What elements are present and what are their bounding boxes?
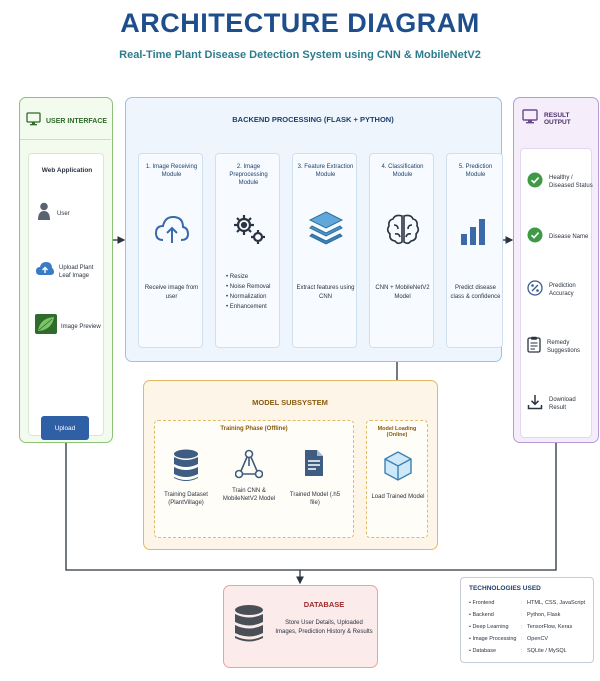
cloud-upload-icon bbox=[35, 260, 55, 283]
user-interface-heading: USER INTERFACE bbox=[46, 118, 108, 125]
gears-icon bbox=[231, 212, 267, 251]
layers-icon bbox=[308, 210, 344, 255]
backend-processing-panel: BACKEND PROCESSING (FLASK + PYTHON) 1. I… bbox=[125, 97, 503, 362]
result-list: Healthy / Diseased Status Disease Name P… bbox=[520, 148, 593, 438]
module-description: Extract features using CNN bbox=[296, 285, 355, 300]
training-phase-box: Training Phase (Offline) Training Datase… bbox=[154, 420, 354, 538]
monitor-icon bbox=[522, 109, 538, 129]
upload-row[interactable]: Upload Plant Leaf Image bbox=[35, 260, 99, 283]
training-dataset-label: Training Dataset (PlantVillage) bbox=[164, 492, 208, 506]
technologies-box: TECHNOLOGIES USED • Frontend:HTML, CSS, … bbox=[460, 577, 594, 663]
upload-label: Upload Plant Leaf Image bbox=[59, 264, 94, 279]
technologies-heading: TECHNOLOGIES USED bbox=[469, 585, 541, 592]
feature-extraction-module: 3. Feature Extraction Module Extract fea… bbox=[292, 153, 357, 348]
tech-row: • Deep Learning:TensorFlow, Keras bbox=[469, 624, 573, 630]
document-icon bbox=[304, 449, 324, 482]
step-normalization: • Normalization bbox=[226, 294, 267, 300]
user-interface-header: USER INTERFACE bbox=[20, 104, 111, 140]
user-icon bbox=[37, 202, 51, 225]
module-title: 5. Prediction Module bbox=[458, 164, 493, 178]
result-item-accuracy: Prediction Accuracy bbox=[527, 275, 593, 305]
bus-line bbox=[65, 443, 557, 571]
module-title: 2. Image Preprocessing Module bbox=[229, 164, 268, 186]
network-icon bbox=[234, 449, 264, 484]
result-output-panel: RESULT OUTPUT Healthy / Diseased Status … bbox=[513, 97, 599, 443]
monitor-icon bbox=[26, 112, 41, 131]
module-description: Predict disease class & confidence bbox=[450, 285, 501, 300]
training-phase-heading: Training Phase (Offline) bbox=[220, 426, 288, 432]
model-subsystem-panel: MODEL SUBSYSTEM Training Phase (Offline)… bbox=[143, 380, 438, 550]
clipboard-icon bbox=[527, 336, 541, 358]
cloud-upload-icon bbox=[154, 214, 190, 251]
cube-icon bbox=[384, 451, 412, 486]
check-circle-icon bbox=[527, 172, 543, 193]
download-icon[interactable] bbox=[527, 394, 543, 415]
bar-chart-icon bbox=[459, 214, 491, 251]
module-title: 3. Feature Extraction Module bbox=[297, 164, 354, 178]
load-model-label: Load Trained Model bbox=[371, 494, 425, 500]
step-enhancement: • Enhancement bbox=[226, 304, 267, 310]
result-item-remedy: Remedy Suggestions bbox=[527, 332, 593, 362]
result-label: Remedy Suggestions bbox=[547, 340, 581, 354]
result-output-heading: RESULT OUTPUT bbox=[544, 112, 571, 126]
image-preprocessing-module: 2. Image Preprocessing Module • Resize •… bbox=[215, 153, 280, 348]
database-panel: DATABASE Store User Details, Uploaded Im… bbox=[223, 585, 378, 668]
result-output-header: RESULT OUTPUT bbox=[514, 109, 598, 129]
leaf-image-thumbnail bbox=[35, 314, 57, 339]
brain-icon bbox=[385, 212, 421, 251]
tech-row: • Backend:Python, Flask bbox=[469, 612, 561, 618]
user-label: User bbox=[57, 210, 70, 217]
trained-model-label: Trained Model (.h5 file) bbox=[289, 492, 341, 506]
image-receiving-module: 1. Image Receiving Module Receive image … bbox=[138, 153, 203, 348]
tech-row: • Database:SQLite / MySQL bbox=[469, 648, 567, 654]
database-stack-icon bbox=[173, 449, 199, 488]
result-item-download[interactable]: Download Result bbox=[527, 389, 593, 419]
result-label: Healthy / Diseased Status bbox=[549, 175, 593, 189]
result-item-status: Healthy / Diseased Status bbox=[527, 167, 593, 197]
tech-row: • Frontend:HTML, CSS, JavaScript bbox=[469, 600, 586, 606]
diagram-title: ARCHITECTURE DIAGRAM bbox=[120, 8, 480, 38]
image-preview-label: Image Preview bbox=[61, 323, 101, 330]
diagram-subtitle: Real-Time Plant Disease Detection System… bbox=[119, 49, 481, 61]
check-circle-icon bbox=[527, 227, 543, 248]
tech-row: • Image Processing:OpenCV bbox=[469, 636, 549, 642]
image-preview-row: Image Preview bbox=[35, 314, 101, 339]
web-application-card: Web Application User Upload Plant Leaf I… bbox=[28, 153, 104, 440]
module-description: Receive image from user bbox=[144, 285, 199, 300]
result-label: Disease Name bbox=[549, 234, 589, 240]
train-model-label: Train CNN & MobileNetV2 Model bbox=[222, 488, 276, 502]
model-loading-box: Model Loading (Online) Load Trained Mode… bbox=[366, 420, 428, 538]
prediction-module: 5. Prediction Module Predict disease cla… bbox=[446, 153, 503, 348]
classification-module: 4. Classification Module CNN + MobileNet… bbox=[369, 153, 434, 348]
model-subsystem-heading: MODEL SUBSYSTEM bbox=[252, 398, 328, 407]
result-label: Prediction Accuracy bbox=[549, 283, 576, 297]
result-item-disease-name: Disease Name bbox=[527, 222, 593, 252]
preprocessing-steps: • Resize • Noise Removal • Normalization… bbox=[226, 272, 278, 312]
database-description: Store User Details, Uploaded Images, Pre… bbox=[275, 620, 373, 635]
user-row: User bbox=[37, 202, 70, 225]
backend-heading: BACKEND PROCESSING (FLASK + PYTHON) bbox=[232, 115, 394, 124]
database-stack-icon bbox=[234, 604, 264, 649]
module-title: 4. Classification Module bbox=[381, 164, 424, 178]
percent-icon bbox=[527, 279, 543, 301]
result-label: Download Result bbox=[549, 397, 576, 411]
model-loading-heading: Model Loading (Online) bbox=[377, 426, 417, 438]
module-title: 1. Image Receiving Module bbox=[145, 164, 198, 178]
upload-button[interactable]: Upload bbox=[41, 416, 89, 440]
web-application-title: Web Application bbox=[41, 167, 93, 174]
database-heading: DATABASE bbox=[303, 600, 345, 609]
user-interface-panel: USER INTERFACE Web Application User Uplo… bbox=[19, 97, 113, 443]
module-description: CNN + MobileNetV2 Model bbox=[375, 285, 430, 300]
step-noise-removal: • Noise Removal bbox=[226, 284, 271, 290]
step-resize: • Resize bbox=[226, 274, 249, 280]
